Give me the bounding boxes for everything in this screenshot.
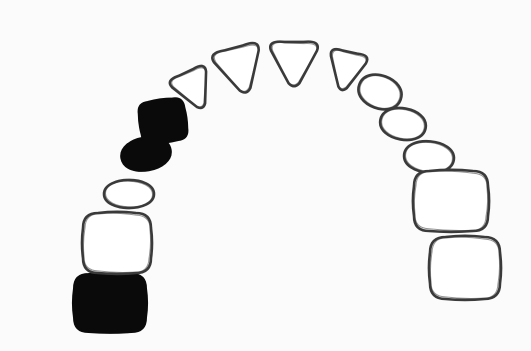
tooth-11: [378, 105, 429, 144]
tooth-1: [73, 273, 147, 333]
tooth-13: [413, 170, 489, 232]
tooth-5-outline: [137, 96, 190, 146]
tooth-7: [211, 41, 269, 98]
tooth-1-outline: [73, 273, 147, 333]
tooth-14-outline: [429, 236, 501, 300]
tooth-2: [82, 212, 152, 274]
tooth-8: [270, 42, 317, 87]
tooth-14: [429, 236, 501, 300]
tooth-8-outline: [270, 42, 317, 87]
tooth-11-outline: [378, 105, 429, 144]
tooth-13-outline: [413, 170, 489, 232]
tooth-5: [137, 96, 190, 146]
tooth-3: [104, 180, 154, 208]
tooth-2-outline: [82, 212, 152, 274]
